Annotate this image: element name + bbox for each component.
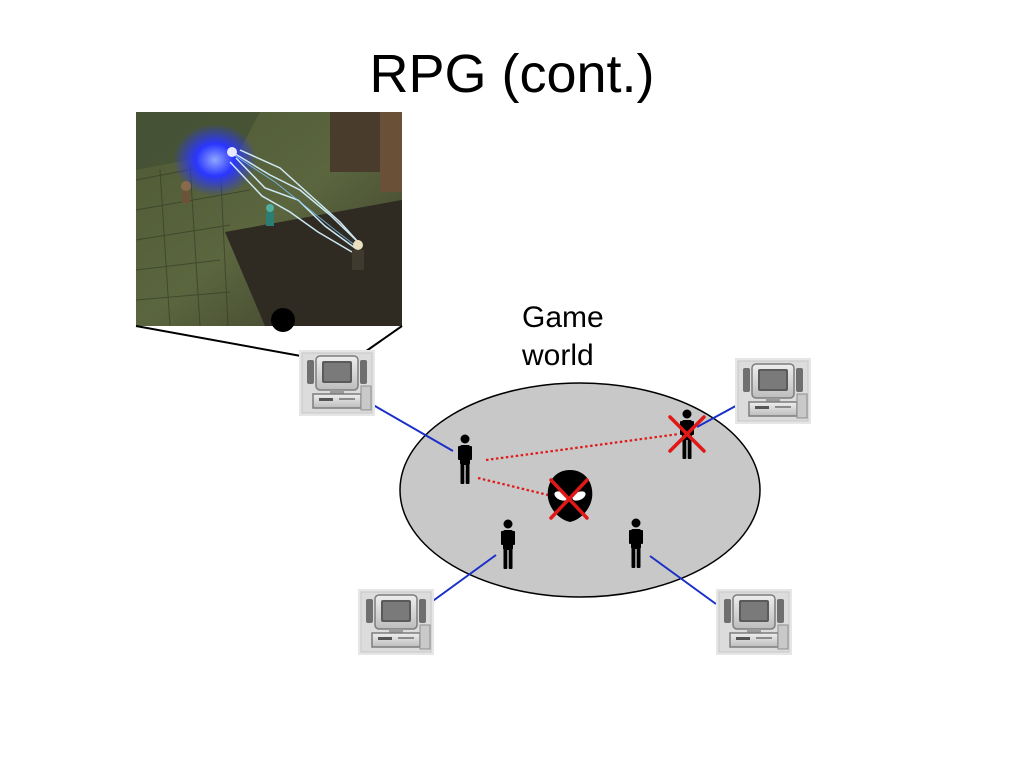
callout-line-left (135, 325, 313, 359)
desktop-computer-icon (715, 588, 793, 656)
client-link-top-left (367, 401, 454, 452)
client-link-bottom-right (649, 555, 717, 605)
game-world-label: Game world (522, 299, 642, 375)
interest-link-monster (477, 476, 549, 497)
desktop-computer-icon (734, 357, 812, 425)
red-cross-icon (668, 415, 706, 453)
game-world-label-line1: Game (522, 301, 604, 334)
red-cross-icon (549, 478, 589, 520)
interest-link-player (485, 432, 680, 462)
client-link-bottom-left (429, 554, 497, 604)
slide-title: RPG (cont.) (369, 44, 655, 104)
desktop-computer-icon (298, 349, 376, 417)
interest-links (477, 432, 680, 497)
game-screenshot (135, 112, 402, 332)
callout-line-right (361, 325, 403, 355)
desktop-computer-icon (357, 588, 435, 656)
client-links (367, 401, 744, 605)
game-world-label-line2: world (522, 339, 594, 372)
